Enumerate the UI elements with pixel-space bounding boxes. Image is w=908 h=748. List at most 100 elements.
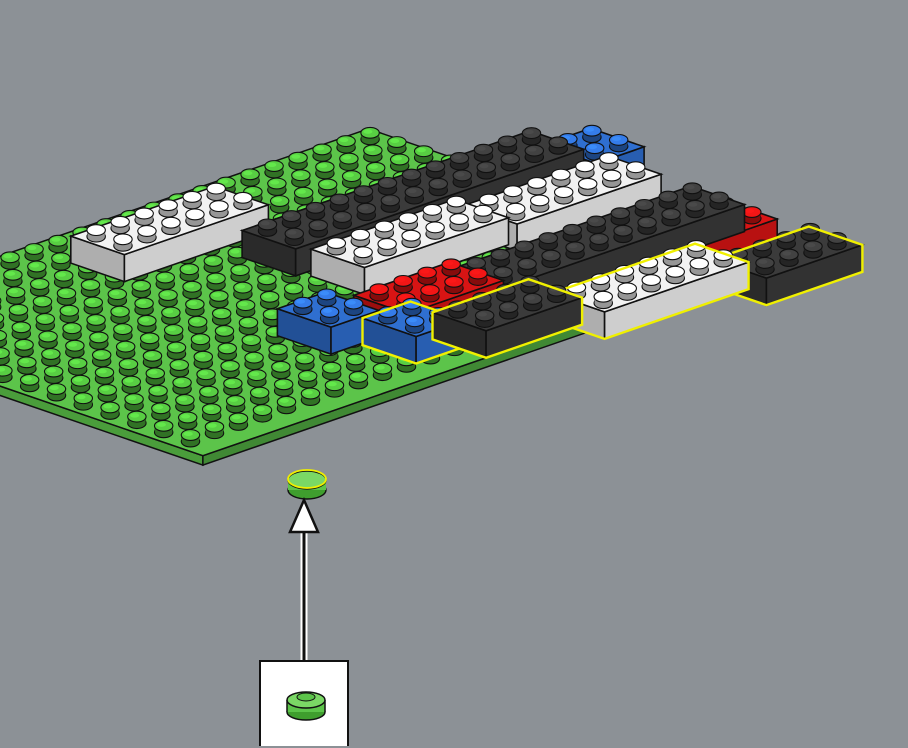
baseplate-stud	[101, 402, 119, 419]
baseplate-stud	[231, 265, 249, 282]
brick-stud	[594, 291, 612, 308]
brick-stud	[183, 192, 201, 209]
brick-stud	[418, 267, 436, 284]
brick-stud	[590, 234, 608, 251]
baseplate-stud	[0, 365, 12, 382]
baseplate-stud	[44, 366, 62, 383]
baseplate-stud	[66, 340, 84, 357]
brick-stud	[426, 222, 444, 239]
brick-stud	[402, 230, 420, 247]
brick-stud	[474, 144, 492, 161]
brick-stud	[522, 128, 540, 145]
baseplate-stud	[229, 413, 247, 430]
baseplate-stud	[87, 315, 105, 332]
brick-stud	[423, 204, 441, 221]
baseplate-stud	[340, 153, 358, 170]
baseplate-stud	[140, 333, 158, 350]
baseplate-stud	[212, 308, 230, 325]
baseplate-stud	[325, 380, 343, 397]
baseplate-stud	[154, 420, 172, 437]
baseplate-stud	[84, 297, 102, 314]
baseplate-stud	[204, 256, 222, 273]
baseplate-stud	[258, 274, 276, 291]
brick-stud	[318, 289, 336, 306]
baseplate-stud	[143, 350, 161, 367]
baseplate-stud	[248, 370, 266, 387]
brick-stud	[609, 134, 627, 151]
baseplate-stud	[265, 161, 283, 178]
brick-stud	[354, 186, 372, 203]
baseplate-stud	[361, 127, 379, 144]
brick-stud	[394, 276, 412, 293]
brick-stud	[518, 259, 536, 276]
baseplate-stud	[25, 244, 43, 261]
green-round-plate-icon	[261, 662, 351, 748]
brick-stud	[450, 153, 468, 170]
brick-stud	[539, 233, 557, 250]
baseplate-stud	[197, 369, 215, 386]
new-part-placement	[288, 470, 326, 499]
brick-stud	[683, 183, 701, 200]
brick-stud	[135, 208, 153, 225]
baseplate-stud	[188, 316, 206, 333]
baseplate-stud	[274, 379, 292, 396]
brick-stud	[491, 249, 509, 266]
baseplate-stud	[176, 395, 194, 412]
brick-stud	[402, 169, 420, 186]
baseplate-stud	[81, 280, 99, 297]
brick-stud	[662, 209, 680, 226]
baseplate-stud	[316, 162, 334, 179]
baseplate-stud	[122, 376, 140, 393]
brick-stud	[445, 276, 463, 293]
baseplate-stud	[39, 331, 57, 348]
brick-stud	[426, 161, 444, 178]
baseplate-stud	[268, 178, 286, 195]
brick-stud	[542, 250, 560, 267]
baseplate-stud	[337, 136, 355, 153]
baseplate-stud	[47, 384, 65, 401]
brick-stud	[611, 208, 629, 225]
baseplate-stud	[224, 378, 242, 395]
baseplate-stud	[170, 360, 188, 377]
brick-stud	[234, 192, 252, 209]
brick-stud	[549, 137, 567, 154]
brick-stud	[475, 310, 493, 327]
baseplate-stud	[146, 368, 164, 385]
baseplate-stud	[242, 335, 260, 352]
baseplate-stud	[349, 372, 367, 389]
brick-stud	[499, 302, 517, 319]
baseplate-stud	[178, 412, 196, 429]
brick-stud	[453, 170, 471, 187]
brick-stud	[351, 229, 369, 246]
brick-stud	[659, 191, 677, 208]
baseplate-stud	[241, 169, 259, 186]
baseplate-stud	[294, 187, 312, 204]
brick-stud	[344, 298, 362, 315]
baseplate-stud	[298, 371, 316, 388]
baseplate-stud	[0, 330, 6, 347]
brick-stud	[357, 203, 375, 220]
brick-stud	[138, 226, 156, 243]
brick-stud	[756, 257, 774, 274]
baseplate-stud	[186, 299, 204, 316]
baseplate-stud	[114, 324, 132, 341]
baseplate-stud	[200, 386, 218, 403]
baseplate-stud	[269, 344, 287, 361]
baseplate-stud	[68, 358, 86, 375]
brick-stud	[780, 249, 798, 266]
baseplate-stud	[95, 367, 113, 384]
baseplate-stud	[116, 341, 134, 358]
baseplate-stud	[173, 377, 191, 394]
baseplate-stud	[132, 280, 150, 297]
brick-stud	[210, 201, 228, 218]
baseplate-stud	[167, 342, 185, 359]
baseplate-stud	[119, 359, 137, 376]
baseplate-stud	[322, 362, 340, 379]
baseplate-stud	[191, 334, 209, 351]
baseplate-stud	[236, 300, 254, 317]
brick-stud	[405, 316, 423, 333]
baseplate-stud	[92, 350, 110, 367]
baseplate-stud	[366, 162, 384, 179]
brick-stud	[306, 202, 324, 219]
baseplate-stud	[135, 298, 153, 315]
